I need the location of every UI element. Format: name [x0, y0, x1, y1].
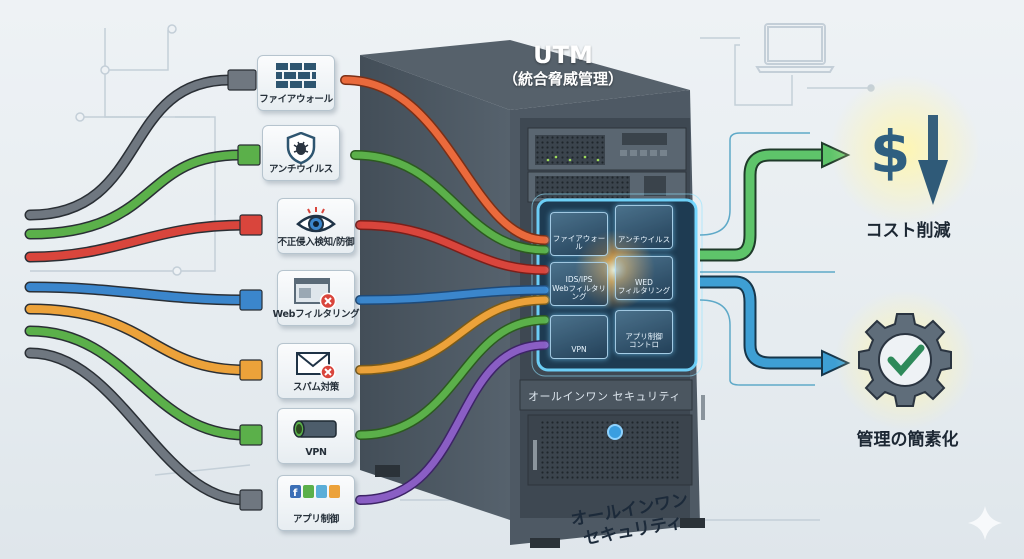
tunnel-icon — [293, 420, 337, 438]
svg-text:f: f — [293, 488, 298, 499]
module-label: アプリ制御 コントロ — [625, 331, 663, 350]
laptop-icon — [755, 23, 835, 73]
dollar-down-icon: $ — [870, 115, 948, 205]
sparkle-icon — [968, 506, 1002, 540]
feature-label: スパム対策 — [292, 382, 339, 393]
mail-blocked-icon — [296, 352, 336, 380]
module-firewall: ファイアウォール — [550, 212, 608, 256]
feature-label: アプリ制御 — [292, 514, 339, 525]
feature-card-firewall: ファイアウォール — [257, 55, 335, 111]
feature-label: アンチウイルス — [268, 164, 334, 175]
module-label: アンチウイルス — [617, 235, 671, 245]
module-ids-ips: IDS/IPS Webフィルタリング — [550, 262, 608, 306]
feature-label: ファイアウォール — [259, 94, 333, 105]
module-antivirus: アンチウイルス — [615, 205, 673, 249]
app-grid-icon: f — [290, 485, 340, 499]
power-button — [607, 424, 623, 440]
module-vpn: VPN — [550, 315, 608, 359]
feature-card-spam: スパム対策 — [277, 343, 355, 399]
rj45-plugs — [227, 69, 263, 511]
module-web-filtering: WED フィルタリング — [615, 256, 673, 300]
shield-bug-icon — [286, 132, 316, 164]
feature-card-web-filtering: Webフィルタリング — [273, 270, 360, 326]
feature-label: VPN — [305, 447, 327, 458]
browser-blocked-icon — [294, 278, 337, 309]
benefit-simplified-management: 管理の簡素化 — [856, 430, 959, 450]
feature-card-vpn: VPN — [277, 408, 355, 464]
module-label: VPN — [571, 345, 587, 355]
module-label: WED フィルタリング — [617, 277, 671, 296]
feature-label: 不正侵入検知/防御 — [277, 237, 355, 248]
firewall-icon — [276, 63, 316, 88]
utm-title: UTM （統合脅威管理） — [498, 42, 628, 89]
gear-check-icon — [858, 313, 952, 407]
module-label: ファイアウォール — [552, 233, 606, 252]
input-cables — [24, 74, 251, 506]
feature-card-antivirus: アンチウイルス — [262, 125, 340, 181]
feature-label: Webフィルタリング — [272, 309, 360, 320]
module-app-control: アプリ制御 コントロ — [615, 310, 673, 354]
svg-text:$: $ — [870, 118, 910, 186]
output-cables — [340, 75, 550, 505]
server-band-label: オールインワン セキュリティ — [528, 390, 681, 403]
utm-title-main: UTM — [533, 41, 593, 69]
eye-icon — [296, 207, 336, 233]
utm-title-sub: （統合脅威管理） — [502, 70, 623, 88]
benefit-cost-reduction: コスト削減 — [865, 221, 951, 241]
feature-card-app-control: f アプリ制御 — [277, 475, 355, 531]
feature-card-ids-ips: 不正侵入検知/防御 — [277, 198, 355, 254]
module-label: IDS/IPS Webフィルタリング — [552, 275, 606, 302]
flow-arrows — [699, 132, 851, 386]
